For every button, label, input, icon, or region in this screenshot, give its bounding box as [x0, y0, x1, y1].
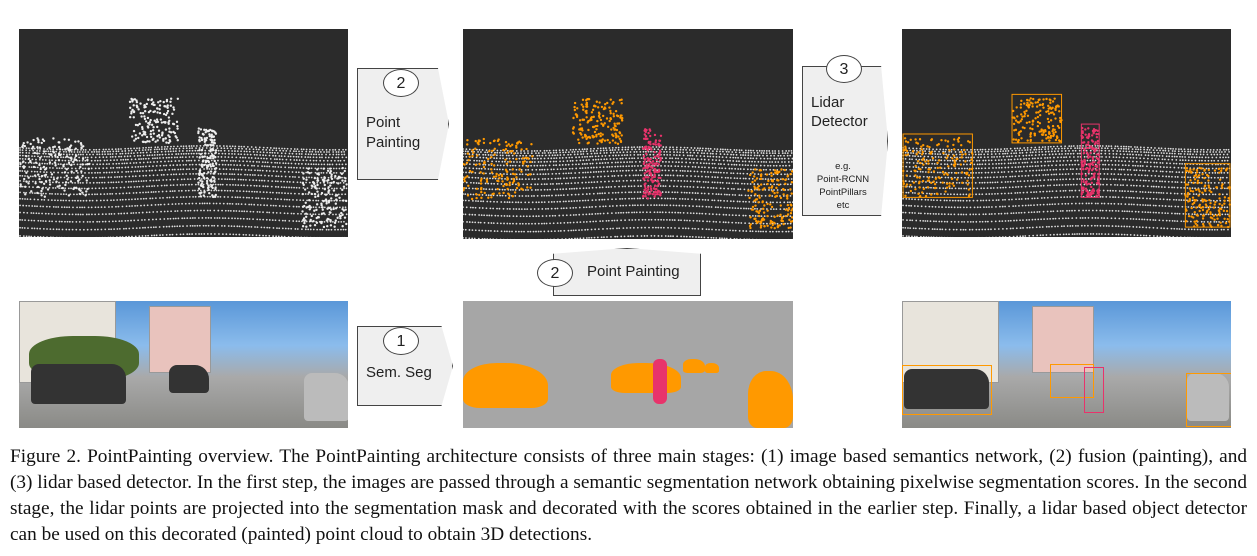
step-label: Lidar	[811, 94, 845, 111]
step-label: Point	[366, 114, 401, 131]
detection-points	[902, 93, 1231, 237]
detection-box	[1050, 364, 1094, 398]
segmentation-mask	[463, 301, 793, 428]
detection-box	[902, 365, 992, 415]
3d-bounding-box	[1011, 93, 1063, 144]
example-text: etc	[836, 200, 850, 211]
step-label: Point Painting	[587, 263, 680, 280]
painted-lidar-pointcloud	[463, 29, 793, 239]
step-number-badge: 3	[826, 55, 862, 83]
step-number-badge: 2	[537, 259, 573, 287]
car-segment	[611, 363, 681, 393]
3d-bounding-box	[902, 133, 973, 198]
raw-lidar-pointcloud	[19, 29, 348, 237]
semantic-segmentation-step: Sem. Seg	[357, 326, 453, 406]
lidar-points	[19, 97, 348, 237]
car-segment	[463, 363, 548, 408]
detection-box	[1186, 373, 1231, 427]
point-painting-fusion-step: Point Painting	[553, 248, 701, 296]
example-text: Point-RCNN	[816, 174, 870, 185]
example-text: PointPillars	[819, 187, 867, 198]
step-number-badge: 1	[383, 327, 419, 355]
3d-bounding-box	[1184, 163, 1231, 228]
pedestrian-segment	[653, 359, 667, 404]
pedestrian-box	[1084, 367, 1104, 413]
camera-image-with-detections	[902, 301, 1231, 428]
camera-image	[19, 301, 348, 428]
lidar-detector-step: Lidar Detector e.g. Point-RCNN PointPill…	[802, 66, 888, 216]
3d-bounding-box	[1080, 123, 1100, 198]
car-segment	[705, 363, 719, 373]
figure-caption: Figure 2. PointPainting overview. The Po…	[10, 446, 1247, 545]
step-label: Sem. Seg	[366, 364, 432, 381]
car-segment	[748, 371, 793, 428]
step-label: Painting	[366, 134, 421, 151]
example-text: e.g.	[835, 161, 851, 172]
step-label: Detector	[811, 113, 868, 130]
painted-lidar-points	[463, 97, 793, 239]
car-segment	[683, 359, 705, 373]
3d-detections-pointcloud	[902, 29, 1231, 237]
step-number-badge: 2	[383, 69, 419, 97]
